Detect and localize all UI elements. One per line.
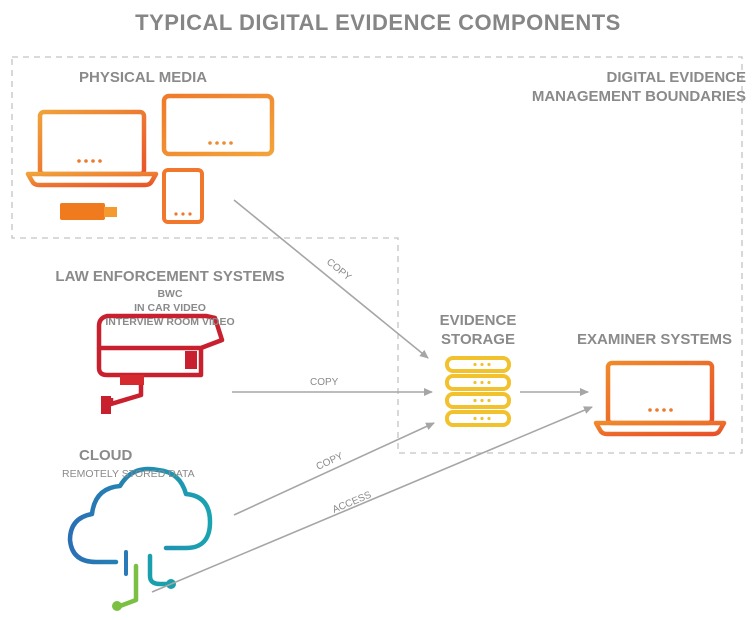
music-note-icon — [112, 550, 176, 611]
law-enforcement-item: IN CAR VIDEO — [134, 302, 206, 314]
physical-media-label: PHYSICAL MEDIA — [79, 69, 208, 86]
arrow-cloud-to-storage — [233, 422, 435, 516]
examiner-systems-label: EXAMINER SYSTEMS — [577, 331, 733, 348]
arrow-cloud-to-examiner — [151, 406, 593, 593]
evidence-storage-label: EVIDENCE STORAGE — [420, 311, 536, 349]
cloud-sublabel: REMOTELY STORED DATA — [62, 468, 195, 480]
law-enforcement-item: BWC — [157, 288, 183, 300]
edge-label-cloud-copy: COPY — [315, 451, 346, 473]
laptop-icon — [25, 109, 159, 188]
evidence-storage-line1: EVIDENCE — [439, 312, 517, 329]
cloud-icon — [67, 466, 213, 565]
evidence-storage-line2: STORAGE — [441, 331, 515, 348]
tablet-icon — [161, 93, 275, 157]
edge-label-cloud-access: ACCESS — [331, 490, 373, 516]
arrow-media-to-storage — [233, 199, 429, 359]
diagram-title: TYPICAL DIGITAL EVIDENCE COMPONENTS — [135, 10, 621, 35]
boundary-label: DIGITAL EVIDENCE MANAGEMENT BOUNDARIES — [532, 68, 746, 106]
edge-label-media-copy: COPY — [324, 257, 353, 284]
database-icon — [445, 356, 511, 427]
law-enforcement-label: LAW ENFORCEMENT SYSTEMS — [55, 268, 285, 285]
cloud-label: CLOUD — [79, 447, 133, 464]
phone-icon — [162, 168, 204, 224]
security-camera-icon — [96, 313, 225, 414]
boundary-dashed-outline — [11, 56, 743, 454]
edge-label-law-copy: COPY — [310, 377, 339, 388]
usb-drive-icon — [60, 203, 117, 220]
boundary-label-line2: MANAGEMENT BOUNDARIES — [531, 88, 746, 105]
law-enforcement-group: LAW ENFORCEMENT SYSTEMS BWC IN CAR VIDEO… — [20, 268, 320, 329]
examiner-laptop-icon — [593, 360, 727, 437]
law-enforcement-item: INTERVIEW ROOM VIDEO — [105, 316, 235, 328]
boundary-label-line1: DIGITAL EVIDENCE — [606, 69, 746, 86]
